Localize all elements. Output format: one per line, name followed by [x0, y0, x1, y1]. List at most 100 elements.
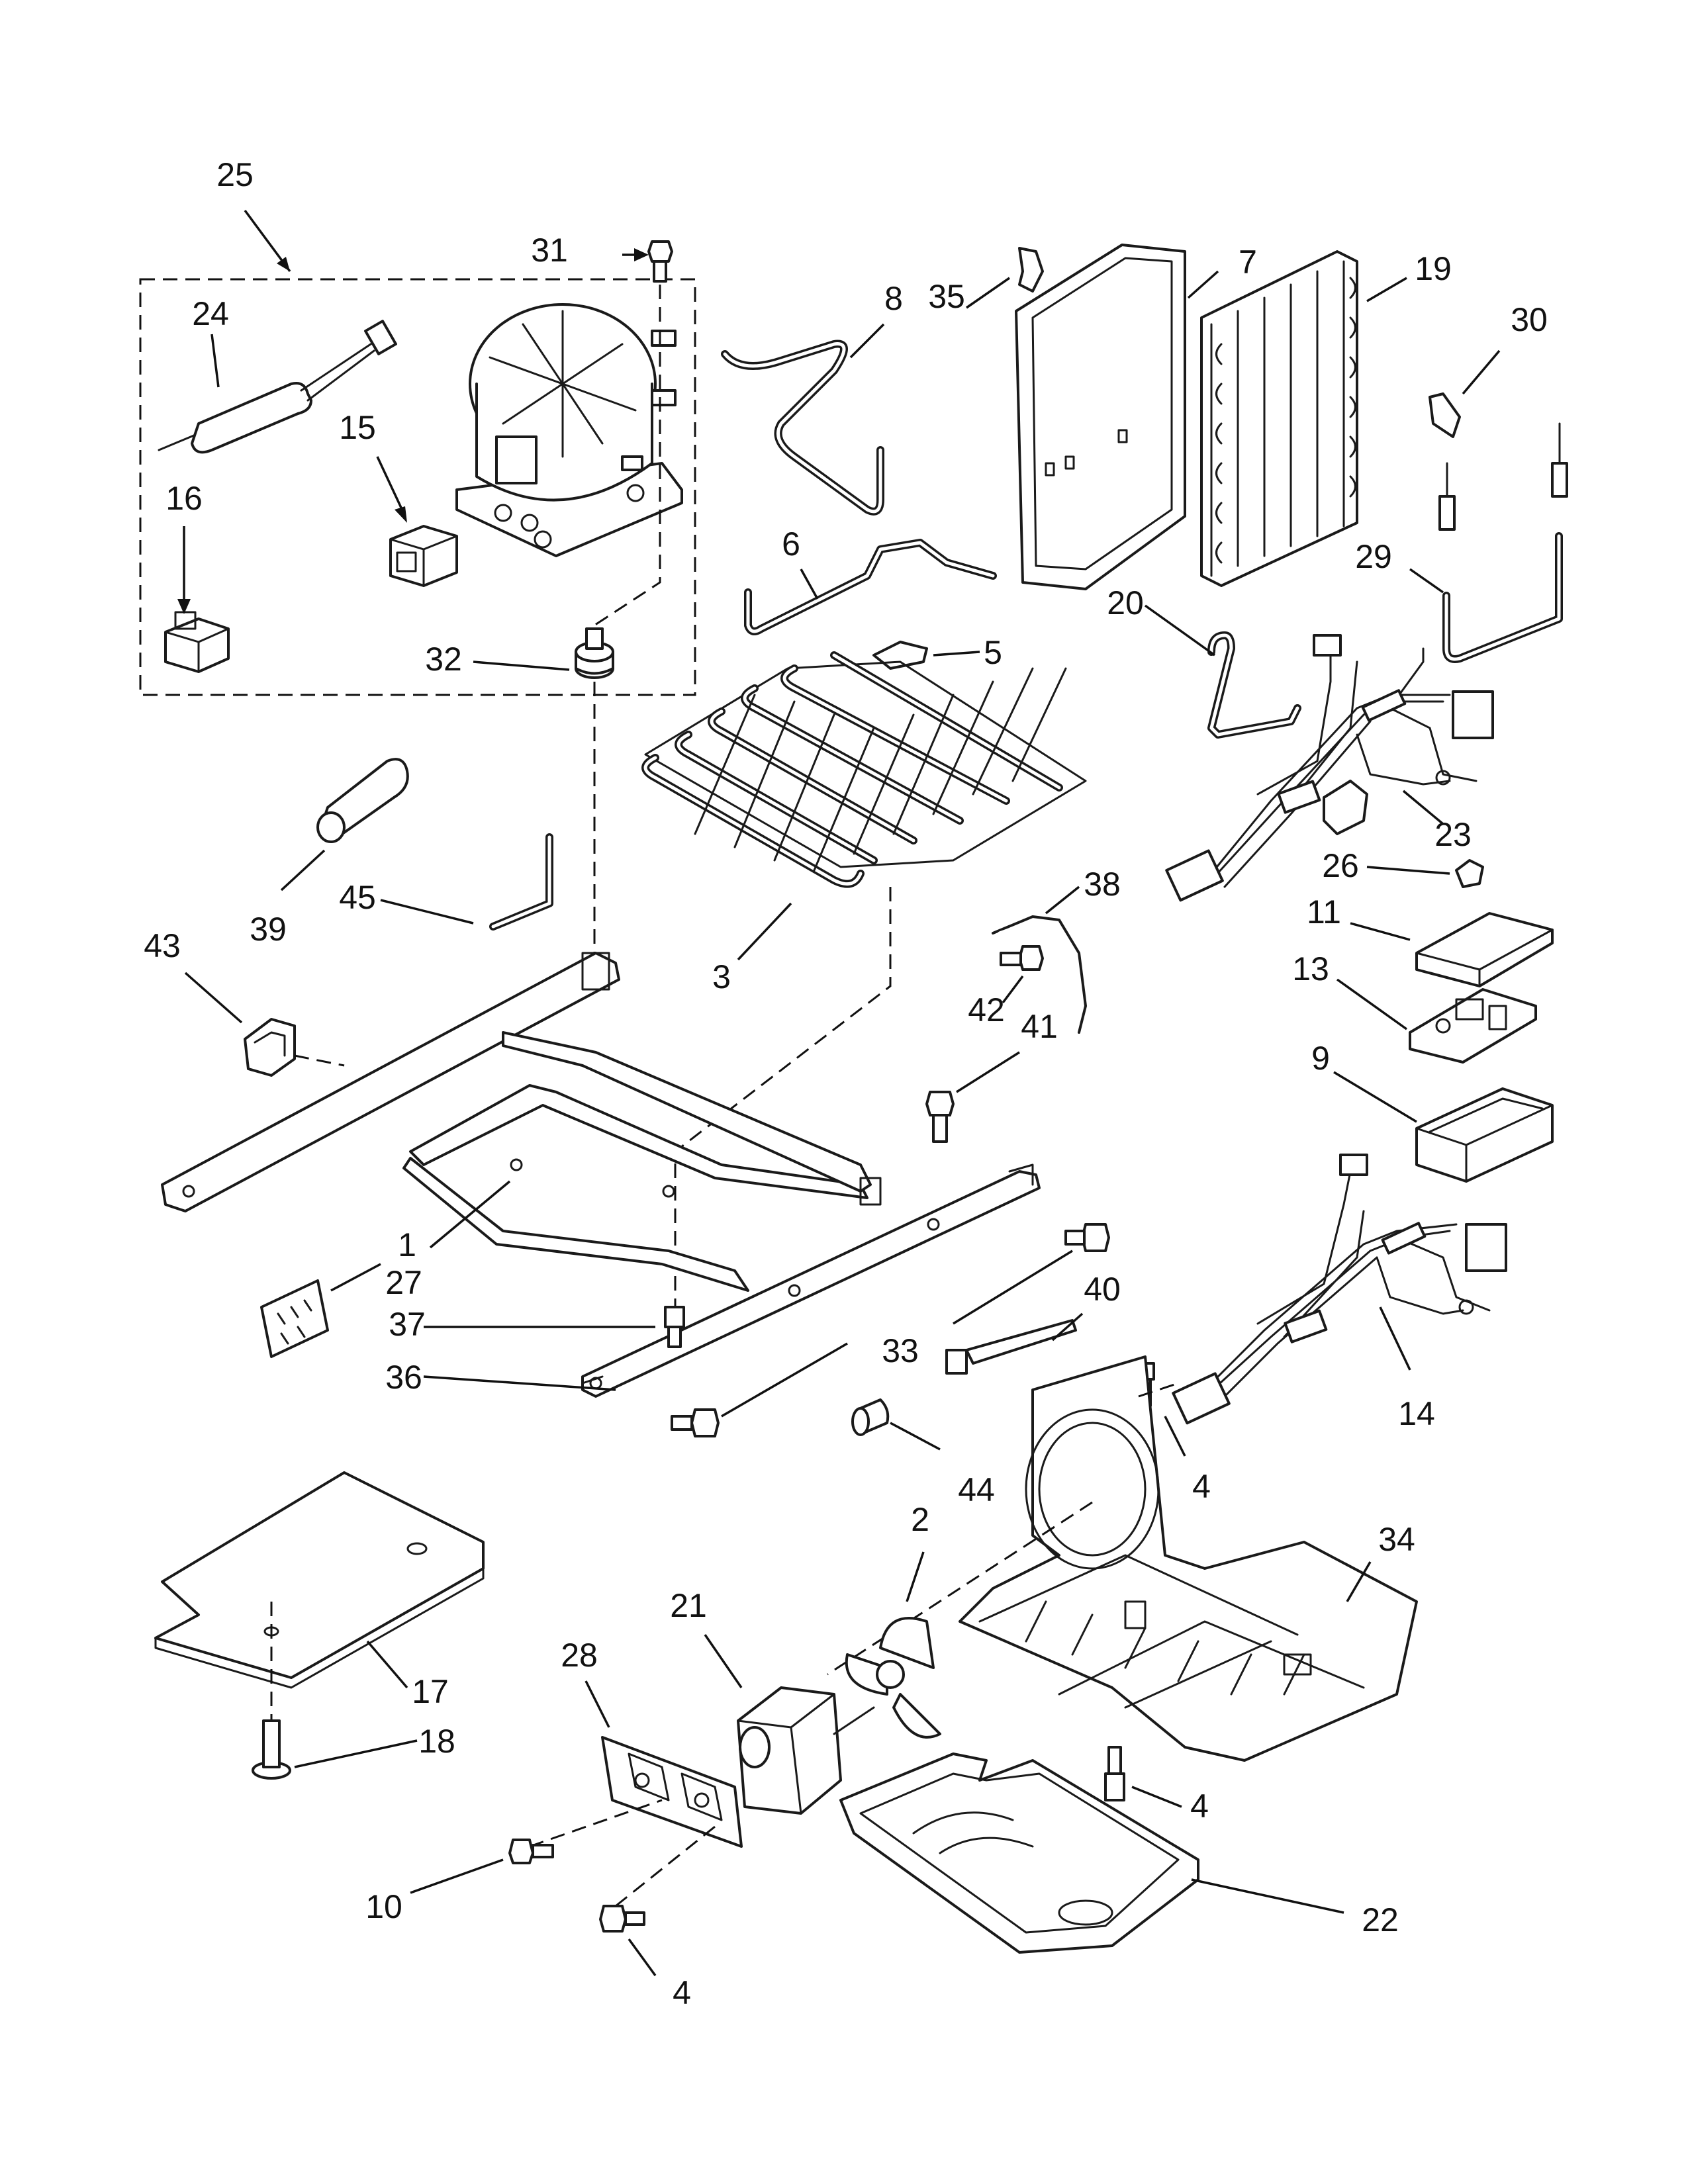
part-label-p14: 14 — [1398, 1395, 1435, 1432]
arrowhead-31 — [634, 248, 649, 261]
fan-shroud-baseplate — [959, 1355, 1418, 1762]
part-label-p45: 45 — [339, 879, 376, 916]
leader-38 — [1045, 886, 1080, 915]
arrowhead-15 — [395, 506, 407, 523]
wire-harness-23 — [1165, 634, 1494, 902]
part-label-p34: 34 — [1378, 1521, 1415, 1558]
condenser-cover — [1015, 244, 1186, 590]
tube-45 — [489, 833, 553, 931]
leader-8 — [849, 323, 885, 359]
part-label-p41: 41 — [1021, 1008, 1058, 1045]
part-label-p13: 13 — [1292, 950, 1329, 987]
leader-13 — [1336, 978, 1408, 1030]
control-box-9 — [1415, 1087, 1554, 1183]
cover-board-17 — [154, 1471, 485, 1689]
leader-20 — [1144, 604, 1216, 657]
leader-30 — [1462, 349, 1501, 395]
leader-29 — [1409, 568, 1444, 594]
dashed-fan-axis — [827, 1382, 1179, 1676]
leader-44 — [890, 1422, 941, 1451]
part-label-p4a: 4 — [1192, 1468, 1211, 1505]
leader-34 — [1346, 1561, 1372, 1602]
screw-31 — [647, 240, 673, 283]
tube-29 — [1438, 422, 1568, 663]
drain-pan — [839, 1752, 1199, 1954]
tube-6 — [744, 539, 997, 635]
drain-plug-39 — [316, 758, 409, 843]
filter-drier — [158, 320, 397, 454]
leader-5 — [933, 651, 980, 657]
evaporator-coil — [641, 651, 1087, 888]
leader-21 — [704, 1634, 743, 1688]
leader-39 — [280, 849, 326, 891]
part-label-p15: 15 — [339, 409, 376, 446]
part-label-p9: 9 — [1311, 1040, 1330, 1077]
leader-3 — [737, 902, 792, 961]
part-label-p5: 5 — [984, 634, 1002, 671]
leader-24 — [211, 334, 220, 388]
part-label-p24: 24 — [192, 295, 229, 332]
part-label-p4b: 4 — [1190, 1788, 1209, 1825]
leader-43 — [184, 972, 243, 1024]
leader-26 — [1366, 866, 1450, 875]
leader-33 — [721, 1342, 848, 1418]
leader-23 — [1402, 790, 1444, 825]
leader-15 — [376, 456, 406, 517]
motor-bracket — [601, 1736, 743, 1848]
leveler-18 — [252, 1719, 291, 1780]
dashed-compressor-mount-line — [588, 285, 661, 993]
bracket-5 — [872, 641, 928, 670]
part-label-p33: 33 — [882, 1332, 919, 1369]
clip-26 — [1455, 859, 1484, 888]
screw-4b — [1104, 1746, 1125, 1801]
part-label-p42: 42 — [968, 991, 1005, 1028]
part-label-p21: 21 — [670, 1587, 707, 1624]
part-label-p29: 29 — [1355, 538, 1392, 575]
leader-33b — [953, 1250, 1073, 1325]
leader-41 — [956, 1051, 1020, 1093]
screw-10 — [508, 1839, 554, 1864]
leader-40 — [1051, 1312, 1084, 1342]
part-label-p10: 10 — [365, 1888, 402, 1925]
leader-19 — [1366, 277, 1407, 302]
part-label-p30: 30 — [1511, 301, 1548, 338]
condenser-fan-blade — [845, 1617, 941, 1739]
part-label-p26: 26 — [1322, 847, 1359, 884]
part-label-p17: 17 — [412, 1673, 449, 1710]
screw-37 — [664, 1306, 685, 1348]
part-label-p19: 19 — [1415, 250, 1452, 287]
part-label-p38: 38 — [1084, 866, 1121, 903]
leader-45 — [380, 899, 474, 925]
leader-10 — [410, 1858, 504, 1894]
leader-17 — [366, 1640, 408, 1689]
screw-4c — [599, 1905, 645, 1933]
part-label-p31: 31 — [531, 232, 568, 269]
pad-1 — [260, 1279, 329, 1358]
leader-7 — [1187, 270, 1219, 299]
leader-6 — [800, 569, 819, 600]
screw-42 — [1000, 945, 1044, 971]
leader-4a — [1164, 1416, 1186, 1457]
leader-18 — [294, 1739, 418, 1768]
arrowhead-16 — [177, 599, 191, 614]
part-label-p44: 44 — [958, 1471, 995, 1508]
condenser-coil — [1200, 250, 1358, 587]
leader-4b — [1131, 1786, 1182, 1808]
part-label-p28: 28 — [561, 1637, 598, 1674]
condenser-tube-8 — [721, 340, 884, 516]
part-label-p39: 39 — [250, 911, 287, 948]
part-label-p6: 6 — [782, 525, 800, 563]
leader-11 — [1350, 922, 1411, 941]
screw-33 — [671, 1223, 1110, 1437]
leader-4c — [628, 1938, 657, 1977]
clip-30 — [1429, 392, 1461, 438]
leader-1 — [330, 1263, 381, 1292]
control-cover-11 — [1415, 912, 1554, 987]
start-relay — [389, 525, 458, 587]
screw-41 — [925, 1091, 955, 1143]
grommet — [575, 627, 614, 679]
cable-tie-40 — [945, 1319, 1077, 1375]
part-label-p16: 16 — [165, 480, 203, 517]
part-label-p25: 25 — [216, 156, 254, 193]
